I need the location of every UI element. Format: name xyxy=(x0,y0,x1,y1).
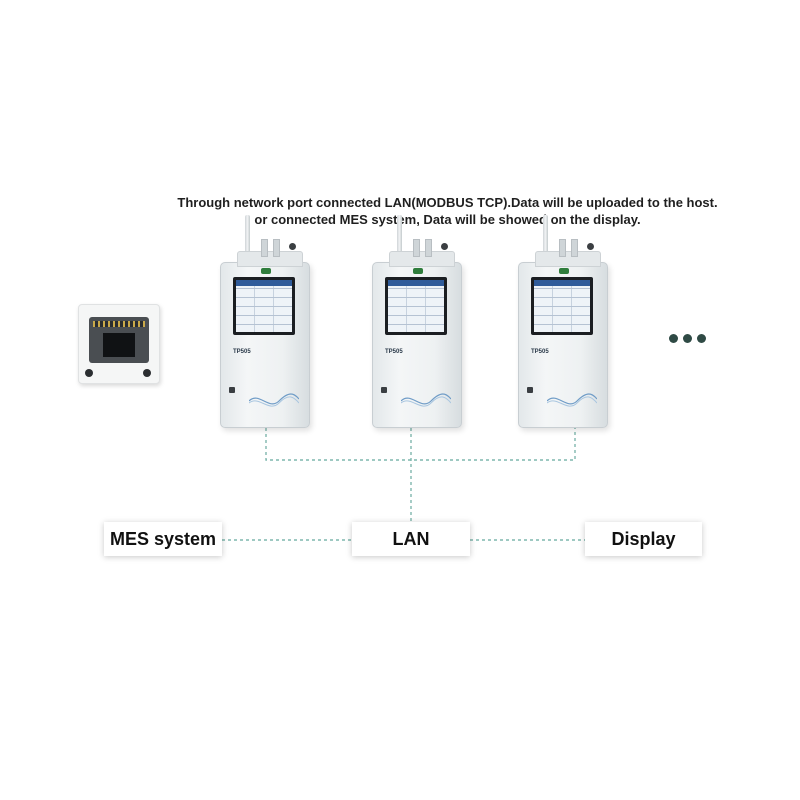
wave-logo-icon xyxy=(249,393,299,407)
device-2: TP505 xyxy=(372,215,462,428)
device-screen xyxy=(531,277,593,335)
caption-line-1: Through network port connected LAN(MODBU… xyxy=(177,195,718,210)
lan-node: LAN xyxy=(352,522,470,556)
ethernet-port xyxy=(229,387,235,393)
wave-logo-icon xyxy=(401,393,451,407)
ethernet-port xyxy=(527,387,533,393)
wave-logo-icon xyxy=(547,393,597,407)
ellipsis-icon xyxy=(669,334,706,343)
mes-system-node: MES system xyxy=(104,522,222,556)
ethernet-port xyxy=(381,387,387,393)
ethernet-port-icon xyxy=(78,304,160,384)
wire-device-1 xyxy=(265,422,576,461)
device-3: TP505 xyxy=(518,215,608,428)
device-screen xyxy=(385,277,447,335)
device-model-label: TP505 xyxy=(385,349,403,355)
device-model-label: TP505 xyxy=(233,349,251,355)
device-screen xyxy=(233,277,295,335)
display-node: Display xyxy=(585,522,702,556)
device-model-label: TP505 xyxy=(531,349,549,355)
device-1: TP505 xyxy=(220,215,310,428)
